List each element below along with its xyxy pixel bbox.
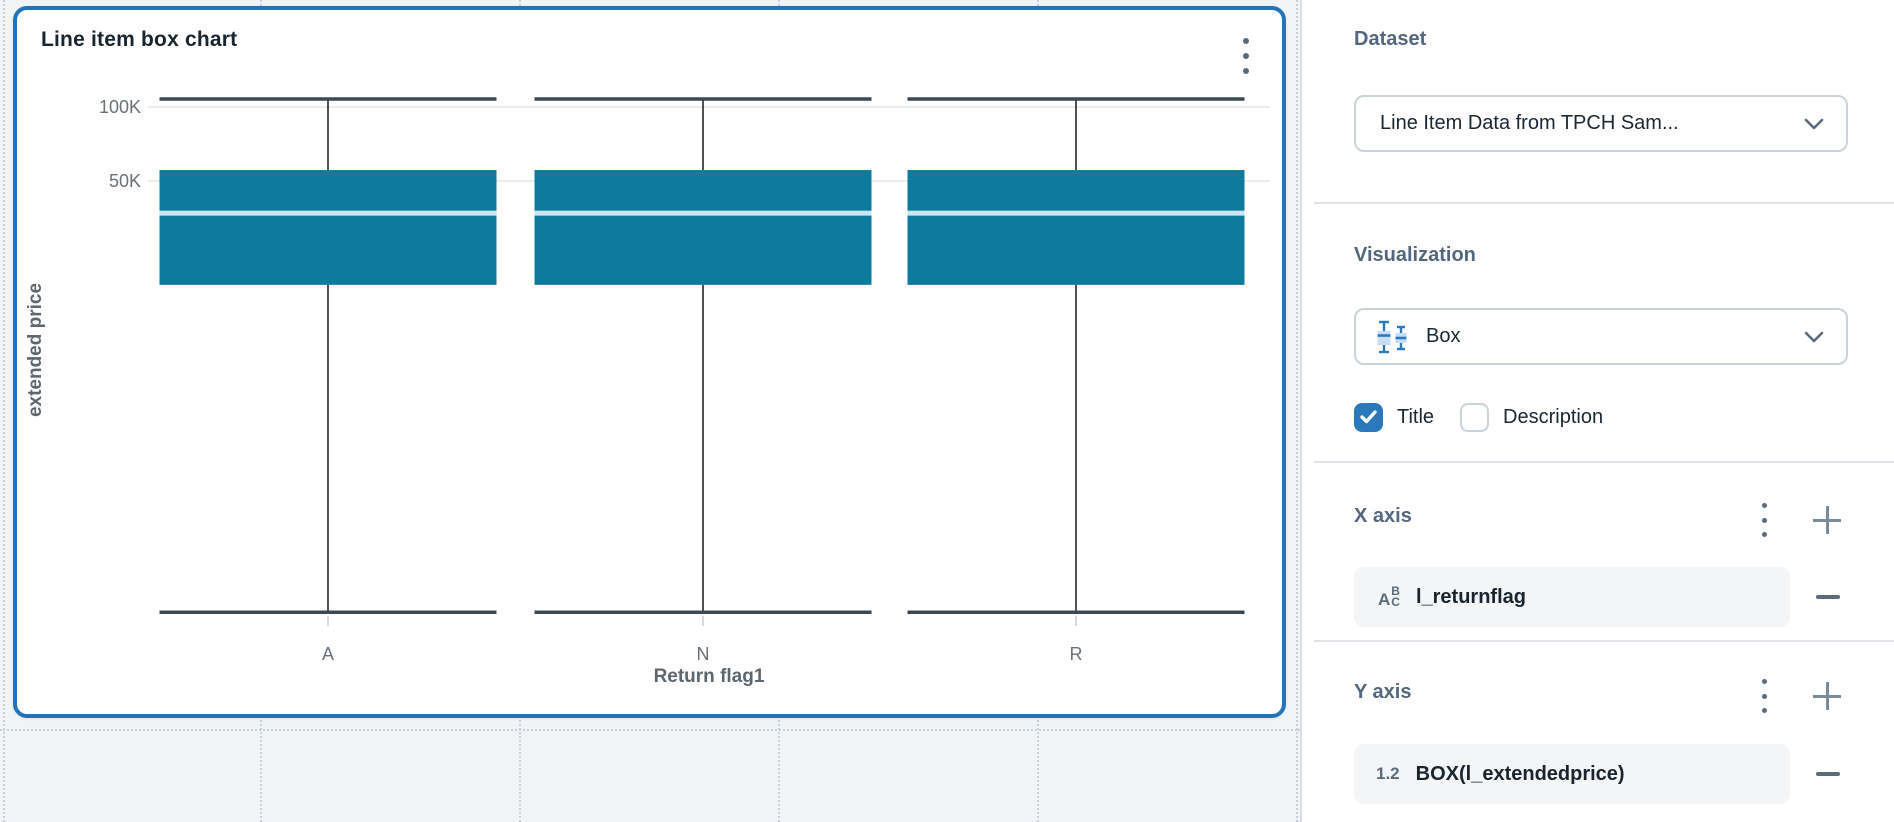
visualization-selected-value: Box [1426,325,1461,347]
canvas-grid-line [0,729,1300,731]
box-plot-icon [1374,318,1412,356]
section-divider [1314,640,1894,642]
chart-menu-kebab-icon[interactable] [1236,38,1256,74]
description-checkbox[interactable] [1460,402,1490,432]
y-axis-heading: Y axis [1354,681,1412,703]
title-checkbox[interactable] [1354,402,1383,432]
svg-text:A: A [322,644,334,664]
chevron-down-icon [1804,118,1824,130]
x-axis-controls [1754,503,1842,537]
title-description-row: Title Description [1354,402,1603,432]
x-axis-field-label: l_returnflag [1415,585,1526,608]
canvas-grid-line [3,0,5,822]
x-axis-heading: X axis [1354,505,1412,527]
y-axis-field-pill[interactable]: 1.2 BOX(l_extendedprice) [1354,744,1790,804]
y-axis-remove-button[interactable] [1812,758,1844,790]
svg-text:R: R [1070,644,1083,664]
y-axis-add-button[interactable] [1812,681,1842,711]
visualization-select[interactable]: Box [1354,308,1848,365]
y-axis-kebab-icon[interactable] [1754,679,1774,713]
svg-text:N: N [697,644,710,664]
canvas-grid-line [1296,0,1298,822]
panel-divider [1300,0,1302,822]
svg-text:50K: 50K [109,171,141,191]
x-axis-kebab-icon[interactable] [1754,503,1774,537]
dataset-selected-value: Line Item Data from TPCH Sam... [1380,112,1679,134]
chart-title: Line item box chart [41,28,238,51]
description-checkbox-label: Description [1503,405,1604,428]
visualization-heading: Visualization [1354,244,1476,266]
x-axis-add-button[interactable] [1812,505,1842,535]
chevron-down-icon [1804,331,1824,343]
dataset-heading: Dataset [1354,28,1427,50]
section-divider [1314,461,1894,463]
x-axis-remove-button[interactable] [1812,581,1844,613]
section-divider [1314,202,1894,204]
number-type-icon: 1.2 [1376,764,1400,783]
settings-panel: Dataset Line Item Data from TPCH Sam... … [1302,0,1894,822]
dataset-select[interactable]: Line Item Data from TPCH Sam... [1354,95,1848,152]
y-axis-controls [1754,679,1842,713]
svg-text:100K: 100K [99,97,141,117]
x-axis-title: Return flag1 [653,666,765,687]
y-axis-field-label: BOX(l_extendedprice) [1415,762,1625,785]
title-checkbox-label: Title [1397,405,1435,428]
box-plot: 100K 50K A N R [99,97,1270,664]
